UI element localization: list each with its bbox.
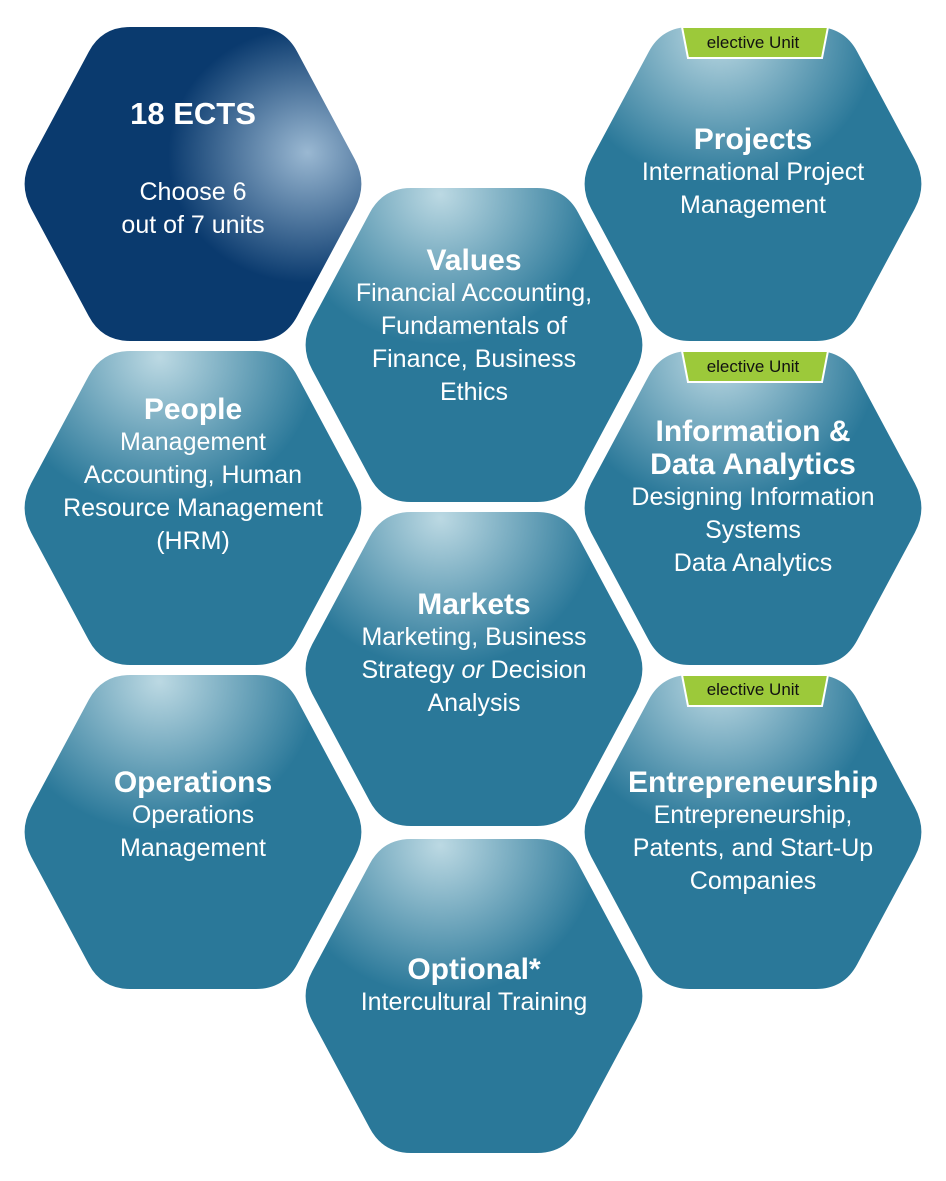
markets-or: or — [461, 656, 484, 684]
markets-hexagon — [305, 512, 643, 826]
markets-line-3: Analysis — [427, 689, 521, 717]
projects-hexagon — [584, 27, 922, 341]
ects-description: Choose 6 out of 7 units — [121, 178, 265, 239]
optional-courses: Intercultural Training — [360, 988, 588, 1016]
entrepreneurship-courses: Entrepreneurship, Patents, and Start-Up … — [632, 801, 874, 895]
projects-courses: International Project Management — [641, 158, 865, 219]
entrepreneurship-text: Entrepreneurship Entrepreneurship, Paten… — [603, 766, 903, 898]
info-title: Information & Data Analytics — [650, 415, 856, 481]
elective-badge-label-info: elective Unit — [706, 357, 800, 376]
info-text: Information & Data Analytics Designing I… — [603, 415, 903, 580]
markets-line-2a: Strategy — [361, 656, 462, 684]
ects-title: 18 ECTS — [130, 96, 256, 131]
operations-hexagon — [24, 675, 362, 989]
info-hexagon — [584, 351, 922, 665]
entrepreneurship-title: Entrepreneurship — [627, 766, 879, 799]
values-title: Values — [426, 244, 522, 277]
ects-hexagon — [24, 27, 362, 341]
optional-text: Optional* Intercultural Training — [324, 953, 624, 1019]
elective-badge-info — [680, 350, 830, 383]
values-courses: Financial Accounting, Fundamentals of Fi… — [355, 279, 593, 406]
people-title: People — [143, 393, 243, 426]
elective-badge-projects — [680, 26, 830, 59]
entrepreneurship-hexagon — [584, 675, 922, 989]
markets-line-1: Marketing, Business — [361, 623, 587, 651]
values-text: Values Financial Accounting, Fundamental… — [324, 244, 624, 409]
operations-text: Operations Operations Management — [43, 766, 343, 865]
projects-text: Projects International Project Managemen… — [603, 123, 903, 222]
operations-courses: Operations Management — [120, 801, 266, 862]
markets-title: Markets — [417, 588, 531, 621]
optional-title: Optional* — [407, 953, 541, 986]
info-courses: Designing Information Systems Data Analy… — [631, 483, 875, 577]
values-hexagon — [305, 188, 643, 502]
people-text: People Management Accounting, Human Reso… — [43, 393, 343, 558]
operations-title: Operations — [113, 766, 273, 799]
people-courses: Management Accounting, Human Resource Ma… — [63, 428, 323, 555]
markets-line-2b: Decision — [483, 656, 587, 684]
projects-title: Projects — [693, 123, 813, 156]
elective-badge-label-entrepreneurship: elective Unit — [706, 680, 800, 699]
elective-badge-label-projects: elective Unit — [706, 33, 800, 52]
people-hexagon — [24, 351, 362, 665]
optional-hexagon — [305, 839, 643, 1153]
ects-text: 18 ECTS Choose 6 out of 7 units — [43, 96, 343, 242]
elective-badge-entrepreneurship — [680, 674, 830, 707]
